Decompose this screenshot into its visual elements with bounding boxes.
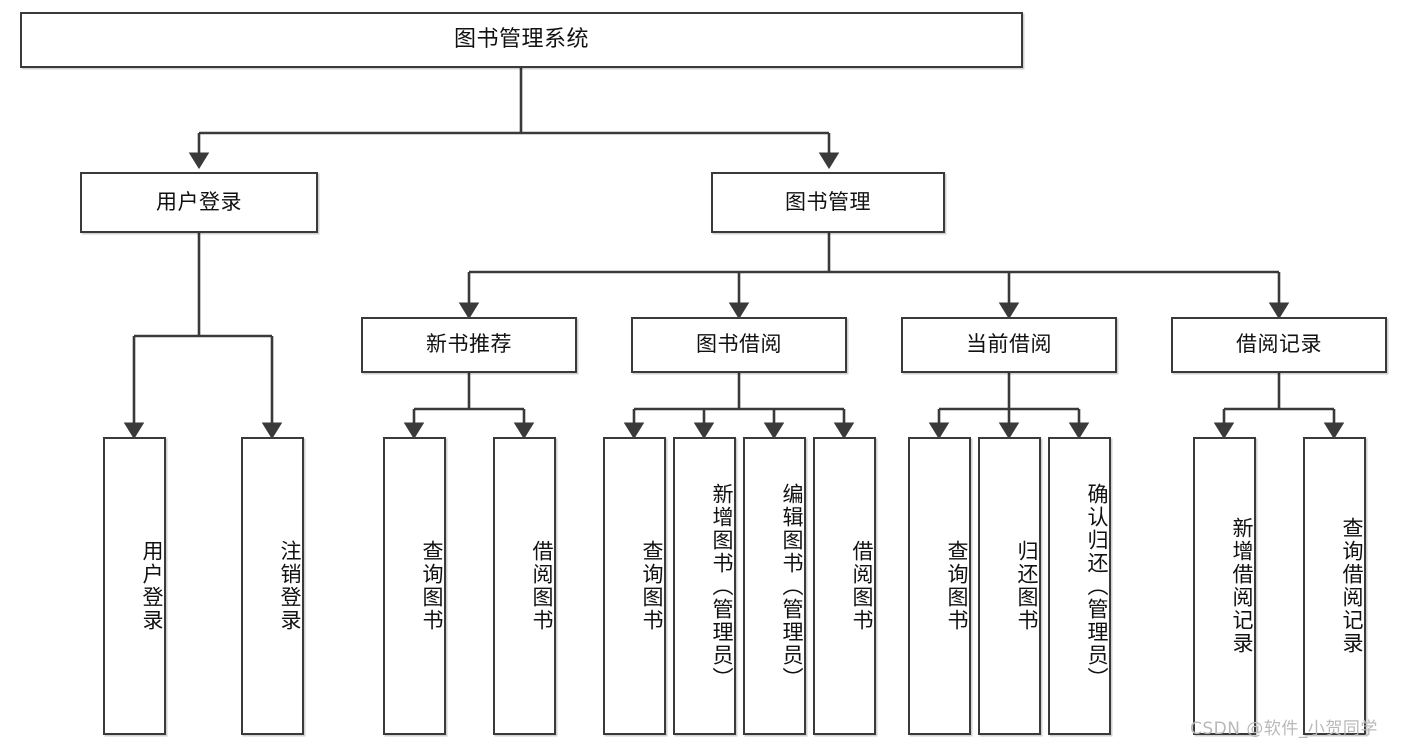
leaf-add-record[interactable]: 新增借阅记录	[1193, 437, 1256, 735]
csdn-watermark: CSDN @软件_小贺同学	[1190, 719, 1378, 739]
node-label: 确认归还（管理员）	[1085, 482, 1109, 690]
node-book-borrow[interactable]: 图书借阅	[631, 317, 847, 373]
node-borrow-record[interactable]: 借阅记录	[1171, 317, 1387, 373]
node-book-manage[interactable]: 图书管理	[711, 172, 945, 233]
node-label: 新书推荐	[426, 332, 512, 357]
node-label: 图书管理系统	[453, 26, 589, 52]
node-user-login[interactable]: 用户登录	[80, 172, 318, 233]
leaf-query-book-3[interactable]: 查询图书	[908, 437, 971, 735]
leaf-borrow-book-1[interactable]: 借阅图书	[493, 437, 556, 735]
node-label: 查询图书	[945, 540, 969, 632]
node-root-system[interactable]: 图书管理系统	[20, 12, 1023, 68]
leaf-query-book-1[interactable]: 查询图书	[383, 437, 446, 735]
node-label: 借阅图书	[850, 540, 874, 632]
node-label: 查询图书	[640, 540, 664, 632]
node-label: 借阅记录	[1236, 332, 1322, 357]
leaf-user-login[interactable]: 用户登录	[103, 437, 166, 735]
node-label: 借阅图书	[530, 540, 554, 632]
node-label: 编辑图书（管理员）	[780, 482, 804, 690]
node-label: 用户登录	[140, 540, 164, 632]
leaf-logout[interactable]: 注销登录	[241, 437, 304, 735]
node-label: 新增借阅记录	[1230, 517, 1254, 655]
leaf-confirm-return[interactable]: 确认归还（管理员）	[1048, 437, 1111, 735]
leaf-return-book[interactable]: 归还图书	[978, 437, 1041, 735]
node-label: 图书借阅	[696, 332, 782, 357]
node-current-borrow[interactable]: 当前借阅	[901, 317, 1117, 373]
node-label: 用户登录	[156, 189, 242, 214]
leaf-borrow-book-2[interactable]: 借阅图书	[813, 437, 876, 735]
leaf-edit-book[interactable]: 编辑图书（管理员）	[743, 437, 806, 735]
node-label: 归还图书	[1015, 540, 1039, 632]
node-label: 查询图书	[420, 540, 444, 632]
node-new-book-rec[interactable]: 新书推荐	[361, 317, 577, 373]
node-label: 图书管理	[785, 189, 871, 214]
leaf-add-book[interactable]: 新增图书（管理员）	[673, 437, 736, 735]
leaf-query-book-2[interactable]: 查询图书	[603, 437, 666, 735]
node-label: 当前借阅	[966, 332, 1052, 357]
node-label: 查询借阅记录	[1340, 517, 1364, 655]
node-label: 新增图书（管理员）	[710, 482, 734, 690]
leaf-query-record[interactable]: 查询借阅记录	[1303, 437, 1366, 735]
node-label: 注销登录	[278, 540, 302, 632]
